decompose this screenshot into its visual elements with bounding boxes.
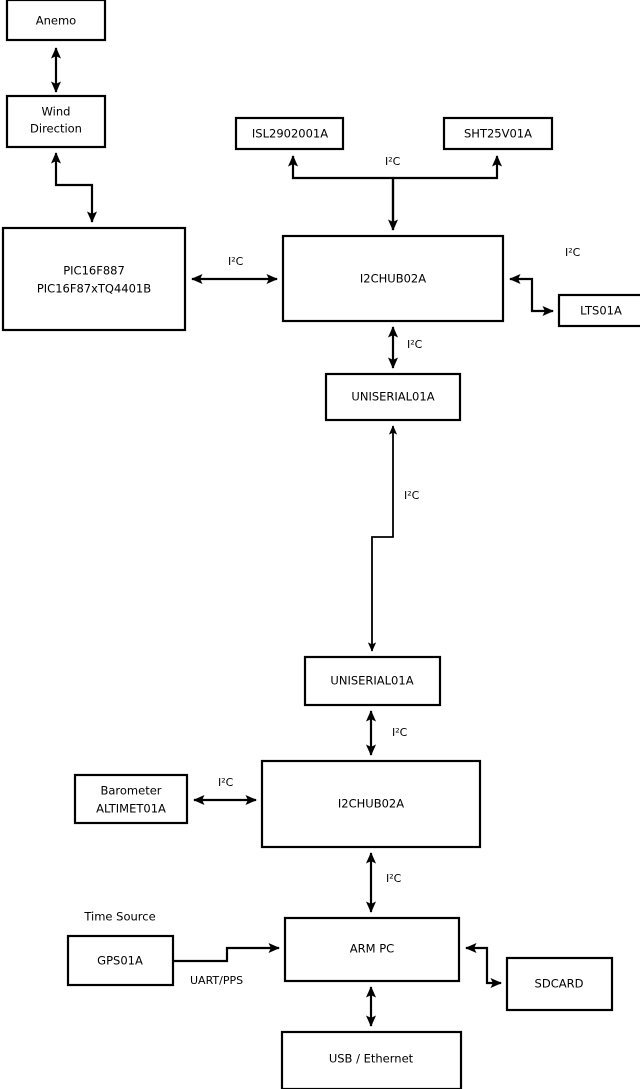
edge-label-i2c-baro-hub: I²C (218, 776, 234, 789)
edge-hubtop-sensorbus-2 (393, 155, 503, 180)
node-anemo-label: Anemo (36, 14, 76, 28)
node-gps01a[interactable]: GPS01A (66, 934, 175, 987)
node-usb-ethernet-label: USB / Ethernet (329, 1052, 414, 1066)
edge-label-i2c-hub-uniserial: I²C (407, 338, 423, 351)
node-usb-ethernet[interactable]: USB / Ethernet (280, 1030, 463, 1089)
node-uniserial01a-top[interactable]: UNISERIAL01A (324, 372, 462, 422)
edge-hubtop-lts (509, 273, 554, 317)
node-sdcard[interactable]: SDCARD (505, 956, 614, 1012)
node-wind-direction-label-line2: Direction (30, 122, 82, 136)
node-i2chub02a-top[interactable]: I2CHUB02A (281, 234, 505, 323)
node-uniserial01a-top-label: UNISERIAL01A (351, 390, 434, 404)
node-i2chub02a-bottom-label: I2CHUB02A (338, 797, 404, 811)
label-time-source: Time Source (83, 910, 155, 924)
edge-label-i2c-hub-lts: I²C (565, 246, 581, 259)
node-sdcard-label: SDCARD (535, 977, 584, 991)
node-wind-direction[interactable]: Wind Direction (5, 94, 107, 149)
node-pic-label-line1: PIC16F887 (63, 264, 125, 278)
node-arm-pc[interactable]: ARM PC (283, 916, 461, 983)
node-isl2902001a-label: ISL2902001A (252, 127, 328, 141)
node-arm-pc-label: ARM PC (350, 942, 394, 956)
edge-label-uart-pps: UART/PPS (190, 974, 243, 987)
edge-uniserialtop-uniserialbot (367, 425, 398, 652)
edge-label-i2c-pic-hub: I²C (228, 255, 244, 268)
node-barometer-label-line1: Barometer (100, 784, 161, 798)
edge-armpc-sdcard (465, 942, 502, 989)
edge-hubtop-sensorbus (287, 155, 395, 230)
edge-winddir-pic (50, 152, 98, 223)
node-pic-label-line2: PIC16F87xTQ4401B (37, 282, 151, 296)
node-anemo[interactable]: Anemo (5, 0, 107, 42)
edge-label-i2c-hub-arm: I²C (386, 872, 402, 885)
node-barometer-label-line2: ALTIMET01A (96, 802, 166, 816)
edge-gps-armpc (173, 942, 280, 963)
node-i2chub02a-bottom[interactable]: I2CHUB02A (260, 759, 482, 849)
node-barometer-altimet01a[interactable]: Barometer ALTIMET01A (73, 773, 189, 825)
node-lts01a-label: LTS01A (580, 304, 622, 318)
edge-label-i2c-uniserial-link: I²C (404, 489, 420, 502)
labels-layer: I²C I²C I²C I²C I²C I²C I²C I²C UART/PPS… (83, 155, 580, 987)
node-isl2902001a[interactable]: ISL2902001A (234, 116, 345, 151)
node-sht25v01a-label: SHT25V01A (464, 127, 532, 141)
node-uniserial01a-bottom[interactable]: UNISERIAL01A (303, 655, 442, 707)
edge-label-i2c-uniserial-hub: I²C (392, 726, 408, 739)
node-wind-direction-label-line1: Wind (42, 105, 71, 119)
edge-label-i2c-hubtop-sensors: I²C (385, 155, 401, 168)
node-pic-mcu[interactable]: PIC16F887 PIC16F87xTQ4401B (1, 226, 187, 332)
node-sht25v01a[interactable]: SHT25V01A (442, 116, 554, 151)
node-lts01a[interactable]: LTS01A (557, 293, 640, 328)
edges-layer (50, 47, 554, 1027)
node-gps01a-label: GPS01A (97, 954, 143, 968)
node-i2chub02a-top-label: I2CHUB02A (360, 272, 426, 286)
node-uniserial01a-bottom-label: UNISERIAL01A (330, 674, 413, 688)
